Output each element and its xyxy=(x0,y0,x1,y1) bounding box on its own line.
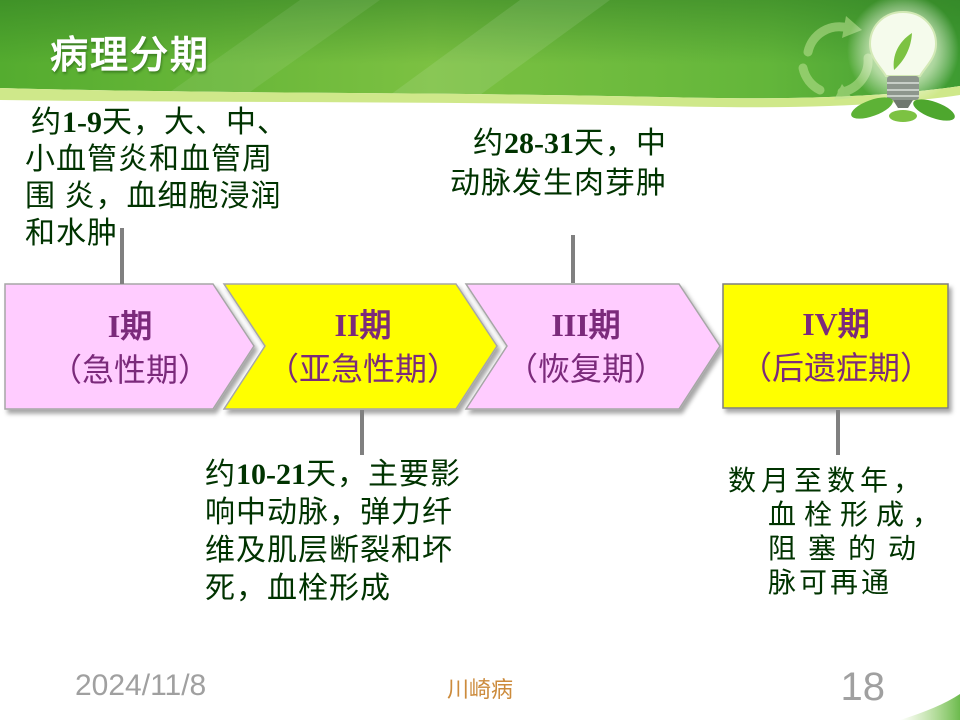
header-banner xyxy=(0,0,960,108)
stage-timeline xyxy=(4,283,949,410)
note-suffix: 天，中 xyxy=(574,127,667,160)
note-line: 数月至数年， xyxy=(728,466,927,497)
stage-label-sequela: IV期 （后遗症期） xyxy=(716,302,956,390)
note-line: 约10-21天，主要影 xyxy=(205,456,461,494)
stage-label-acute: I期 （急性期） xyxy=(10,304,250,392)
stage-name: I期 xyxy=(107,308,153,344)
note-suffix: 天，主要影 xyxy=(306,458,461,491)
header-streak xyxy=(170,0,380,92)
stage-phase: （亚急性期） xyxy=(266,351,459,387)
note-prefix: 约 xyxy=(473,127,504,160)
note-line: 围 炎，血细胞浸润 xyxy=(25,180,282,213)
stage-shape-recovery xyxy=(464,283,721,410)
note-recovery-stage: 约28-31天，中 动脉发生肉芽肿 xyxy=(420,124,667,204)
leaf-icon xyxy=(851,97,955,122)
connectors xyxy=(120,228,840,455)
stage-label-subacute: II期 （亚急性期） xyxy=(243,303,483,391)
stage-name: III期 xyxy=(551,307,621,343)
note-line: 维及肌层断裂和坏 xyxy=(205,534,453,567)
note-line: 响中动脉，弹力纤 xyxy=(205,496,453,529)
header-band-shade xyxy=(0,0,960,99)
footer-topic: 川崎病 xyxy=(446,677,513,702)
note-sequela-stage: 数月至数年， 血栓形成， 阻塞的动 脉可再通 xyxy=(728,465,950,601)
note-line: 动脉发生肉芽肿 xyxy=(450,167,667,200)
footer-accent xyxy=(900,694,960,720)
stage-shape-subacute xyxy=(222,283,498,410)
header-streak xyxy=(390,0,610,95)
header-swoosh xyxy=(0,86,960,108)
note-line: 和水肿 xyxy=(25,217,118,250)
stage-label-recovery: III期 （恢复期） xyxy=(466,303,706,391)
note-suffix: 天，大、中、 xyxy=(102,106,288,139)
duration-days: 28-31 xyxy=(504,127,574,160)
note-line: 脉可再通 xyxy=(768,568,893,599)
page-number: 18 xyxy=(840,665,886,709)
note-line: 约28-31天，中 xyxy=(420,124,667,164)
duration-days: 1-9 xyxy=(62,106,102,139)
lightbulb-icon xyxy=(847,0,959,108)
note-line: 阻塞的动 xyxy=(768,534,929,565)
note-subacute-stage: 约10-21天，主要影 响中动脉，弹力纤 维及肌层断裂和坏 死，血栓形成 xyxy=(205,456,461,608)
note-prefix: 约 xyxy=(31,106,62,139)
stage-name: IV期 xyxy=(802,306,870,342)
stage-shape-sequela xyxy=(722,283,949,409)
stage-phase: （急性期） xyxy=(49,352,210,388)
duration-days: 10-21 xyxy=(236,458,306,491)
stage-shape-acute xyxy=(4,283,255,410)
note-prefix: 约 xyxy=(205,458,236,491)
footer-date: 2024/11/8 xyxy=(75,669,207,702)
stage-phase: （恢复期） xyxy=(505,351,666,387)
note-line: 约1-9天，大、中、 xyxy=(25,104,288,141)
stage-phase: （后遗症期） xyxy=(739,350,932,386)
note-acute-stage: 约1-9天，大、中、 小血管炎和血管周 围 炎，血细胞浸润 和水肿 xyxy=(25,104,288,252)
note-line: 血栓形成， xyxy=(768,500,949,531)
note-line: 死，血栓形成 xyxy=(205,572,391,605)
slide-title: 病理分期 xyxy=(50,35,211,77)
note-line: 小血管炎和血管周 xyxy=(25,143,273,176)
stage-name: II期 xyxy=(334,307,392,343)
